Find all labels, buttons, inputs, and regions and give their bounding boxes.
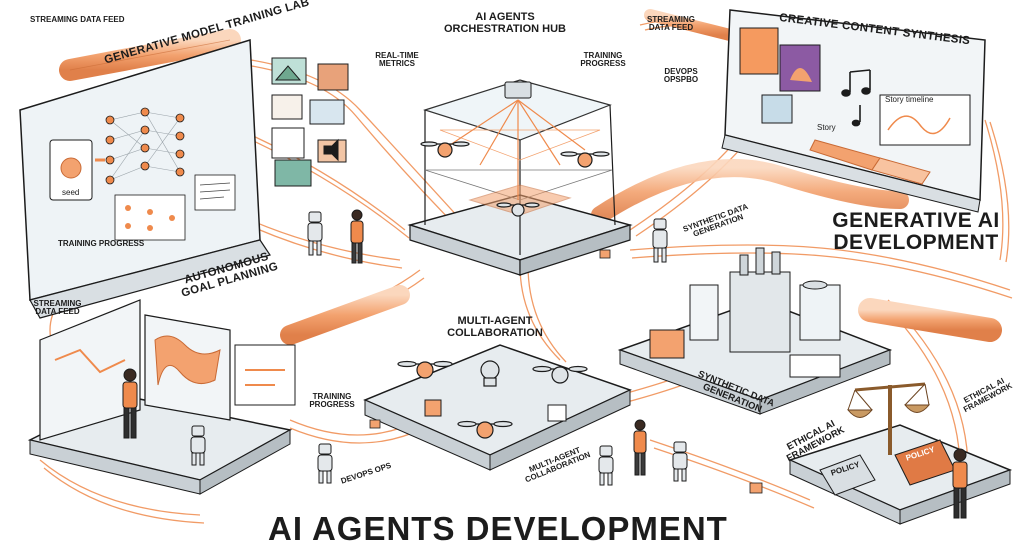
hub-title-label: AI AGENTS ORCHESTRATION HUB (443, 11, 566, 35)
gen-lab-panel (19, 39, 271, 319)
story-label: Story (817, 123, 836, 132)
seed-label: seed (62, 188, 80, 197)
main-title: AI AGENTS DEVELOPMENT (268, 510, 728, 547)
gen-lab-outputs (271, 57, 349, 187)
creative-panel (721, 9, 986, 213)
training-progress-top-label: TRAINING PROGRESS (580, 51, 626, 69)
robot-figures (190, 211, 688, 486)
streaming-feed-right-label: STREAMING DATA FEED (647, 15, 695, 33)
people-figures (122, 209, 968, 519)
conduit-tubes (59, 9, 1002, 345)
drone-icons (397, 141, 610, 439)
realtime-metrics-label: REAL-TIME METRICS (375, 51, 419, 69)
connector-nodes (369, 249, 763, 494)
training-progress-left-label: TRAINING PROGRESS (58, 239, 145, 248)
streaming-feed-top-label: STREAMING DATA FEED (30, 15, 125, 24)
generative-ai-heading: GENERATIVE AI DEVELOPMENT (832, 209, 1000, 255)
devops-top-label: DEVOPS OPSPBO (663, 67, 699, 85)
story-timeline-label: Story timeline (885, 95, 934, 104)
goal-planning-station (27, 299, 296, 495)
training-progress-mid-label: TRAINING PROGRESS (309, 392, 355, 410)
orchestration-hub (407, 79, 633, 276)
multi-agent-top-label: MULTI-AGENT COLLABORATION (447, 315, 543, 339)
streaming-feed-left-label: STREAMING DATA FEED (33, 299, 82, 317)
synthetic-factory (617, 247, 893, 415)
